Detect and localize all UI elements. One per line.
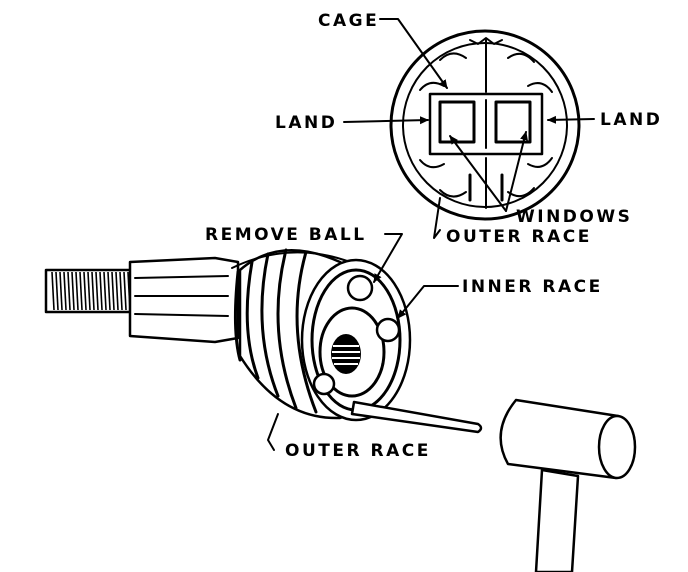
label-windows: WINDOWS: [516, 207, 632, 227]
thread-line: [103, 271, 107, 311]
label-inner-race: INNER RACE: [462, 277, 603, 297]
outer-race-tracks: [419, 37, 553, 209]
threaded-shaft-end: [44, 268, 134, 314]
leader-cage: [379, 18, 448, 89]
label-land-right: LAND: [600, 110, 662, 130]
cage-window-right: [494, 100, 532, 144]
thread-line: [75, 271, 79, 311]
ball-right: [375, 317, 401, 343]
thread-line: [59, 271, 63, 311]
leader-land-left: [343, 116, 429, 125]
leader-windows-b: [505, 131, 528, 212]
thread-line: [107, 271, 111, 311]
label-remove-ball: REMOVE BALL: [205, 225, 367, 245]
leader-outer-race-bottom: [267, 413, 279, 451]
leader-inner-race: [397, 285, 459, 319]
thread-line: [83, 271, 87, 311]
thread-line: [55, 271, 59, 311]
thread-line: [119, 271, 123, 311]
splined-hub: [331, 334, 361, 374]
leader-land-right: [547, 115, 595, 124]
thread-line: [95, 271, 99, 311]
drift-rod: [350, 400, 483, 434]
thread-line: [111, 271, 115, 311]
cv-joint-assembly: [44, 248, 637, 572]
joint-face: [300, 258, 412, 422]
cage-detail-view: [389, 29, 581, 221]
leader-lines: [267, 18, 595, 451]
ball-top: [346, 274, 374, 302]
inner-race: [318, 306, 386, 398]
ball-bottom-left: [312, 372, 336, 396]
mallet: [499, 398, 637, 572]
thread-line: [67, 271, 71, 311]
labels: CAGE LAND LAND WINDOWS OUTER RACE REMOVE…: [205, 11, 662, 461]
mallet-handle: [534, 468, 580, 572]
label-land-left: LAND: [275, 113, 337, 133]
thread-line: [91, 271, 95, 311]
thread-line: [115, 271, 119, 311]
label-cage: CAGE: [318, 11, 379, 31]
outer-race-outer-ring: [389, 29, 581, 221]
leader-remove-ball: [373, 233, 403, 283]
thread-line: [71, 271, 75, 311]
thread-line: [51, 271, 55, 311]
thread-line: [79, 271, 83, 311]
label-outer-race-top: OUTER RACE: [446, 227, 592, 247]
leader-outer-race-top: [433, 197, 441, 239]
splined-shaft: [128, 256, 240, 344]
thread-line: [99, 271, 103, 311]
thread-line: [123, 271, 127, 311]
thread-line: [63, 271, 67, 311]
leader-windows-a: [449, 135, 507, 212]
label-outer-race-bottom: OUTER RACE: [285, 441, 431, 461]
thread-line: [87, 271, 91, 311]
